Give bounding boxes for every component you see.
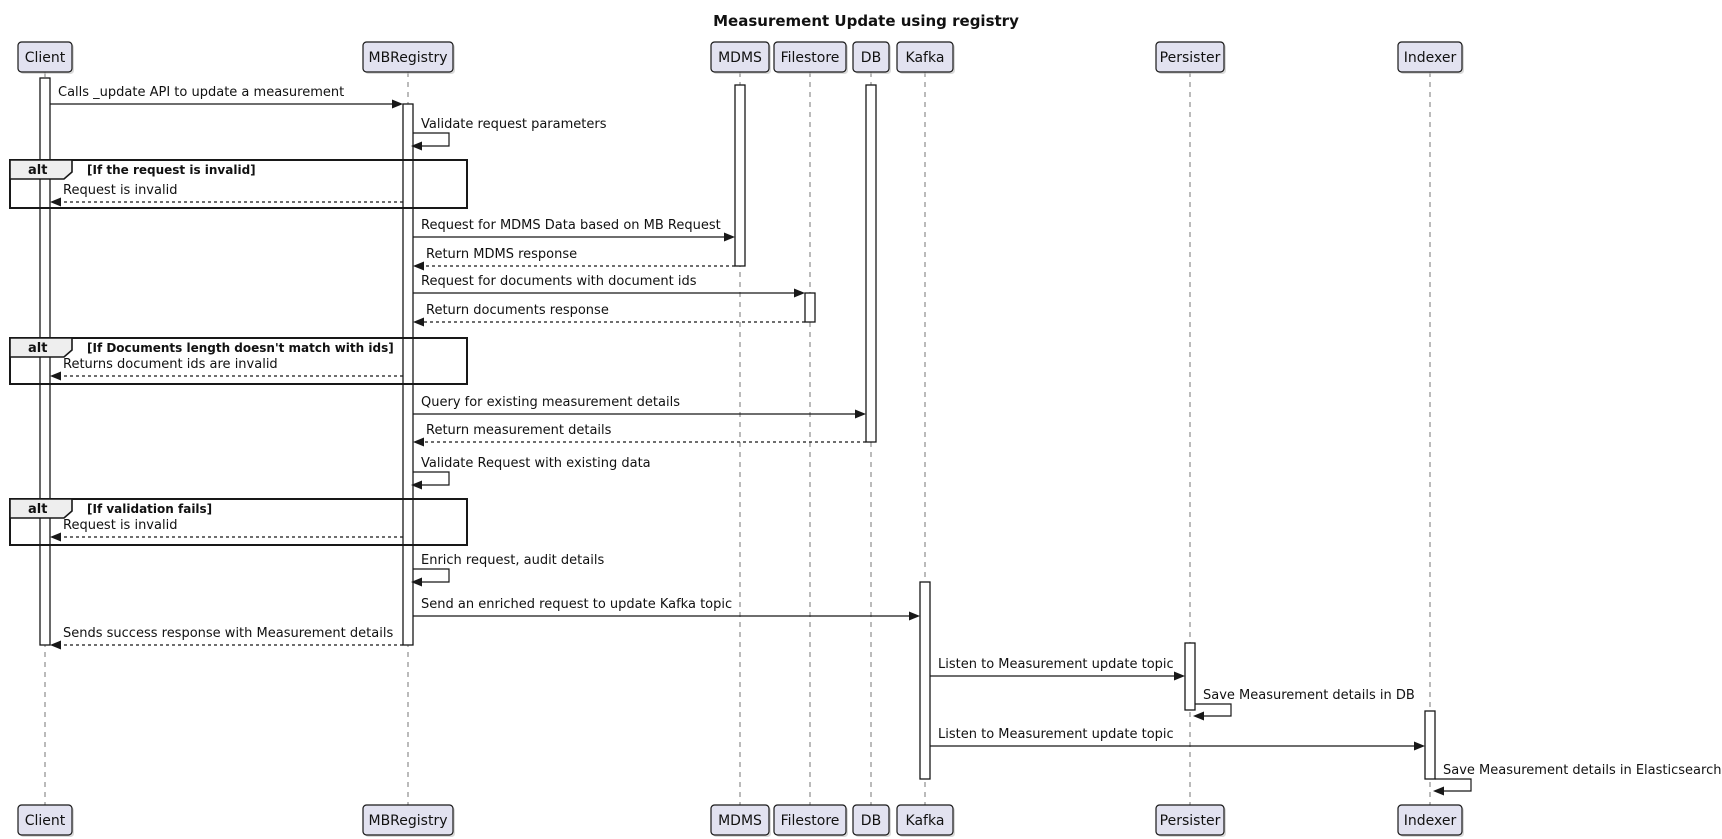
activation-bar-filestore bbox=[804, 292, 816, 323]
message-label: Query for existing measurement details bbox=[421, 395, 680, 410]
arrowhead-left bbox=[1193, 711, 1204, 721]
alt-guard-label: [If the request is invalid] bbox=[87, 163, 256, 177]
arrowhead-right bbox=[1414, 741, 1425, 751]
alt-operator-label: alt bbox=[28, 163, 47, 178]
message-label: Return documents response bbox=[426, 303, 609, 318]
message-label: Send an enriched request to update Kafka… bbox=[421, 597, 732, 612]
participant-filestore-footer bbox=[773, 804, 847, 836]
alt-frame bbox=[9, 337, 468, 385]
arrowhead-left bbox=[1433, 786, 1444, 796]
message-label: Calls _update API to update a measuremen… bbox=[58, 85, 344, 100]
participant-client-footer-label: Client bbox=[25, 813, 66, 829]
participant-db-footer bbox=[852, 804, 890, 836]
alt-operator-label: alt bbox=[28, 341, 47, 356]
message-label: Enrich request, audit details bbox=[421, 553, 604, 568]
arrowhead-left bbox=[413, 437, 424, 447]
self-message-line bbox=[1435, 778, 1472, 792]
participant-mdms-header-label: MDMS bbox=[718, 50, 762, 66]
activation-bar-indexer bbox=[1424, 710, 1436, 780]
message-label: Validate request parameters bbox=[421, 117, 607, 132]
participant-mdms-footer bbox=[710, 804, 770, 836]
participant-indexer-footer bbox=[1397, 804, 1463, 836]
self-message-line bbox=[413, 568, 450, 583]
arrowhead-right bbox=[909, 611, 920, 621]
participant-indexer-header-label: Indexer bbox=[1404, 50, 1457, 66]
participant-mbregistry-footer bbox=[362, 804, 454, 836]
participant-db-header bbox=[852, 41, 890, 73]
activation-bar-mdms bbox=[734, 84, 746, 267]
message-label: Sends success response with Measurement … bbox=[63, 626, 393, 641]
participant-filestore-footer-label: Filestore bbox=[781, 813, 840, 829]
participant-mbregistry-header bbox=[362, 41, 454, 73]
message-label: Request is invalid bbox=[63, 183, 177, 198]
participant-persister-header-label: Persister bbox=[1160, 50, 1221, 66]
participant-persister-footer bbox=[1155, 804, 1225, 836]
activation-bar-client bbox=[39, 77, 51, 646]
alt-operator-pentagon bbox=[9, 498, 73, 519]
message-label: Return measurement details bbox=[426, 423, 612, 438]
participant-kafka-footer bbox=[896, 804, 954, 836]
participant-filestore-header bbox=[773, 41, 847, 73]
message-label: Request is invalid bbox=[63, 518, 177, 533]
message-label: Save Measurement details in Elasticsearc… bbox=[1443, 763, 1721, 778]
participant-filestore-header-label: Filestore bbox=[781, 50, 840, 66]
activation-bar-mbregistry bbox=[402, 103, 414, 646]
message-label: Save Measurement details in DB bbox=[1203, 688, 1415, 703]
arrowhead-left bbox=[50, 197, 61, 207]
alt-operator-pentagon bbox=[9, 337, 73, 358]
arrowhead-right bbox=[724, 232, 735, 242]
participant-indexer-header bbox=[1397, 41, 1463, 73]
self-message-line bbox=[413, 132, 450, 147]
message-label: Request for MDMS Data based on MB Reques… bbox=[421, 218, 721, 233]
arrowhead-left bbox=[411, 577, 422, 587]
alt-guard-label: [If Documents length doesn't match with … bbox=[87, 341, 394, 355]
alt-guard-label: [If validation fails] bbox=[87, 502, 212, 516]
alt-frame bbox=[9, 159, 468, 209]
message-label: Return MDMS response bbox=[426, 247, 577, 262]
participant-kafka-footer-label: Kafka bbox=[906, 813, 945, 829]
message-label: Validate Request with existing data bbox=[421, 456, 651, 471]
participant-db-footer-label: DB bbox=[861, 813, 881, 829]
alt-operator-label: alt bbox=[28, 502, 47, 517]
arrowhead-left bbox=[50, 640, 61, 650]
participant-client-header bbox=[17, 41, 73, 73]
arrowhead-right bbox=[794, 288, 805, 298]
participant-mdms-header bbox=[710, 41, 770, 73]
participant-mbregistry-footer-label: MBRegistry bbox=[369, 813, 448, 829]
message-label: Listen to Measurement update topic bbox=[938, 657, 1174, 672]
participant-indexer-footer-label: Indexer bbox=[1404, 813, 1457, 829]
message-label: Request for documents with document ids bbox=[421, 274, 697, 289]
participant-client-header-label: Client bbox=[25, 50, 66, 66]
message-label: Returns document ids are invalid bbox=[63, 357, 278, 372]
arrowhead-left bbox=[50, 532, 61, 542]
activation-bar-persister bbox=[1184, 642, 1196, 711]
activation-bar-db bbox=[865, 84, 877, 443]
arrowhead-left bbox=[413, 261, 424, 271]
arrowhead-right bbox=[1174, 671, 1185, 681]
arrowhead-left bbox=[413, 317, 424, 327]
participant-persister-footer-label: Persister bbox=[1160, 813, 1221, 829]
participant-mdms-footer-label: MDMS bbox=[718, 813, 762, 829]
arrowhead-left bbox=[411, 480, 422, 490]
alt-operator-pentagon bbox=[9, 159, 73, 180]
arrowhead-left bbox=[411, 141, 422, 151]
message-label: Listen to Measurement update topic bbox=[938, 727, 1174, 742]
participant-kafka-header bbox=[896, 41, 954, 73]
arrowhead-right bbox=[855, 409, 866, 419]
alt-frame bbox=[9, 498, 468, 546]
diagram-title: Measurement Update using registry bbox=[713, 12, 1019, 30]
participant-db-header-label: DB bbox=[861, 50, 881, 66]
arrowhead-right bbox=[392, 99, 403, 109]
activation-bar-kafka bbox=[919, 581, 931, 780]
arrowhead-left bbox=[50, 371, 61, 381]
participant-mbregistry-header-label: MBRegistry bbox=[369, 50, 448, 66]
self-message-line bbox=[1195, 703, 1232, 717]
self-message-line bbox=[413, 471, 450, 486]
participant-kafka-header-label: Kafka bbox=[906, 50, 945, 66]
participant-client-footer bbox=[17, 804, 73, 836]
participant-persister-header bbox=[1155, 41, 1225, 73]
